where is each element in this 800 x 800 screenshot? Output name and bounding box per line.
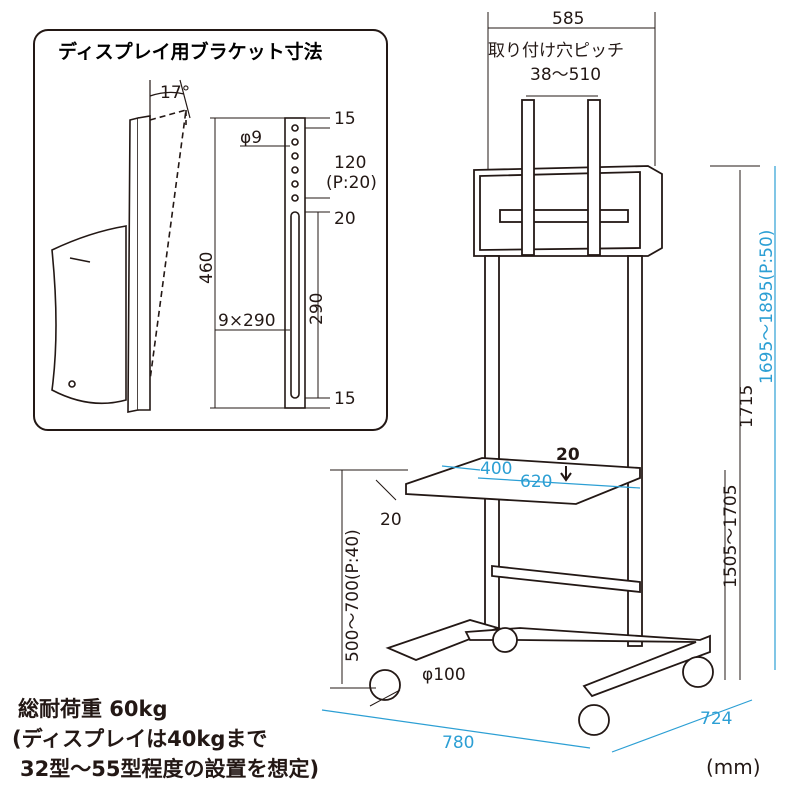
- bracket-inset: ディスプレイ用ブラケット寸法 17°: [33, 29, 388, 431]
- cross-bar-upper: [499, 209, 629, 223]
- base-left: [385, 619, 501, 661]
- hole-range-label: 120: [334, 153, 366, 173]
- hole-pitch-range: 38～510: [530, 65, 601, 85]
- shelf-thickness-label: 20: [556, 445, 580, 465]
- hole-pitch-title: 取り付け穴ピッチ: [488, 41, 624, 61]
- caster-back-left: [492, 627, 518, 653]
- stand-dimension-lines-blue: [321, 166, 776, 753]
- display-size-note: 32型～55型程度の設置を想定): [20, 757, 319, 781]
- caster-front-right: [578, 704, 610, 736]
- shelf-width-label: 620: [520, 472, 552, 492]
- caster-back-right: [682, 656, 714, 688]
- shelf-arrow-icon: [560, 466, 572, 482]
- right-bracket-arm: [587, 99, 601, 256]
- angle-marker: [149, 79, 191, 119]
- stand-dimension-lines: [330, 12, 760, 707]
- slot-size-label: 9×290: [218, 311, 276, 331]
- load-capacity-note: 総耐荷重 60kg: [18, 697, 168, 721]
- caster-front-left: [369, 669, 401, 701]
- left-bracket-arm: [521, 99, 535, 256]
- bottom-margin-label: 15: [334, 389, 356, 409]
- shelf-side-label: 20: [380, 510, 402, 530]
- hole-pitch-label: (P:20): [326, 173, 377, 193]
- inset-dimension-lines: [210, 117, 330, 409]
- bracket-height-label: 460: [197, 252, 217, 284]
- angle-label: 17°: [160, 83, 190, 103]
- base-width-label: 780: [442, 733, 474, 753]
- display-weight-note: (ディスプレイは40kgまで: [12, 727, 267, 751]
- top-width-label: 585: [552, 9, 584, 29]
- bracket-side-view: [51, 108, 187, 413]
- inset-title: ディスプレイ用ブラケット寸法: [58, 40, 323, 63]
- right-upright: [627, 255, 643, 647]
- caster-size-label: φ100: [422, 665, 466, 685]
- top-margin-label: 15: [334, 109, 356, 129]
- gap-label: 20: [334, 209, 356, 229]
- stand-drawing: [369, 99, 714, 736]
- total-height-label: 1715: [737, 385, 757, 428]
- unit-label: (mm): [706, 755, 761, 779]
- hole-diameter-label: φ9: [240, 128, 262, 148]
- bracket-front-view: [284, 117, 306, 409]
- shelf-depth-label: 400: [480, 459, 512, 479]
- shelf-height-range: 1505～1705: [721, 484, 741, 588]
- slot-length-label: 290: [307, 293, 327, 325]
- center-height-range: 1695～1895(P:50): [757, 230, 777, 384]
- lower-range-label: 500～700(P:40): [343, 529, 363, 662]
- base-depth-label: 724: [700, 709, 732, 729]
